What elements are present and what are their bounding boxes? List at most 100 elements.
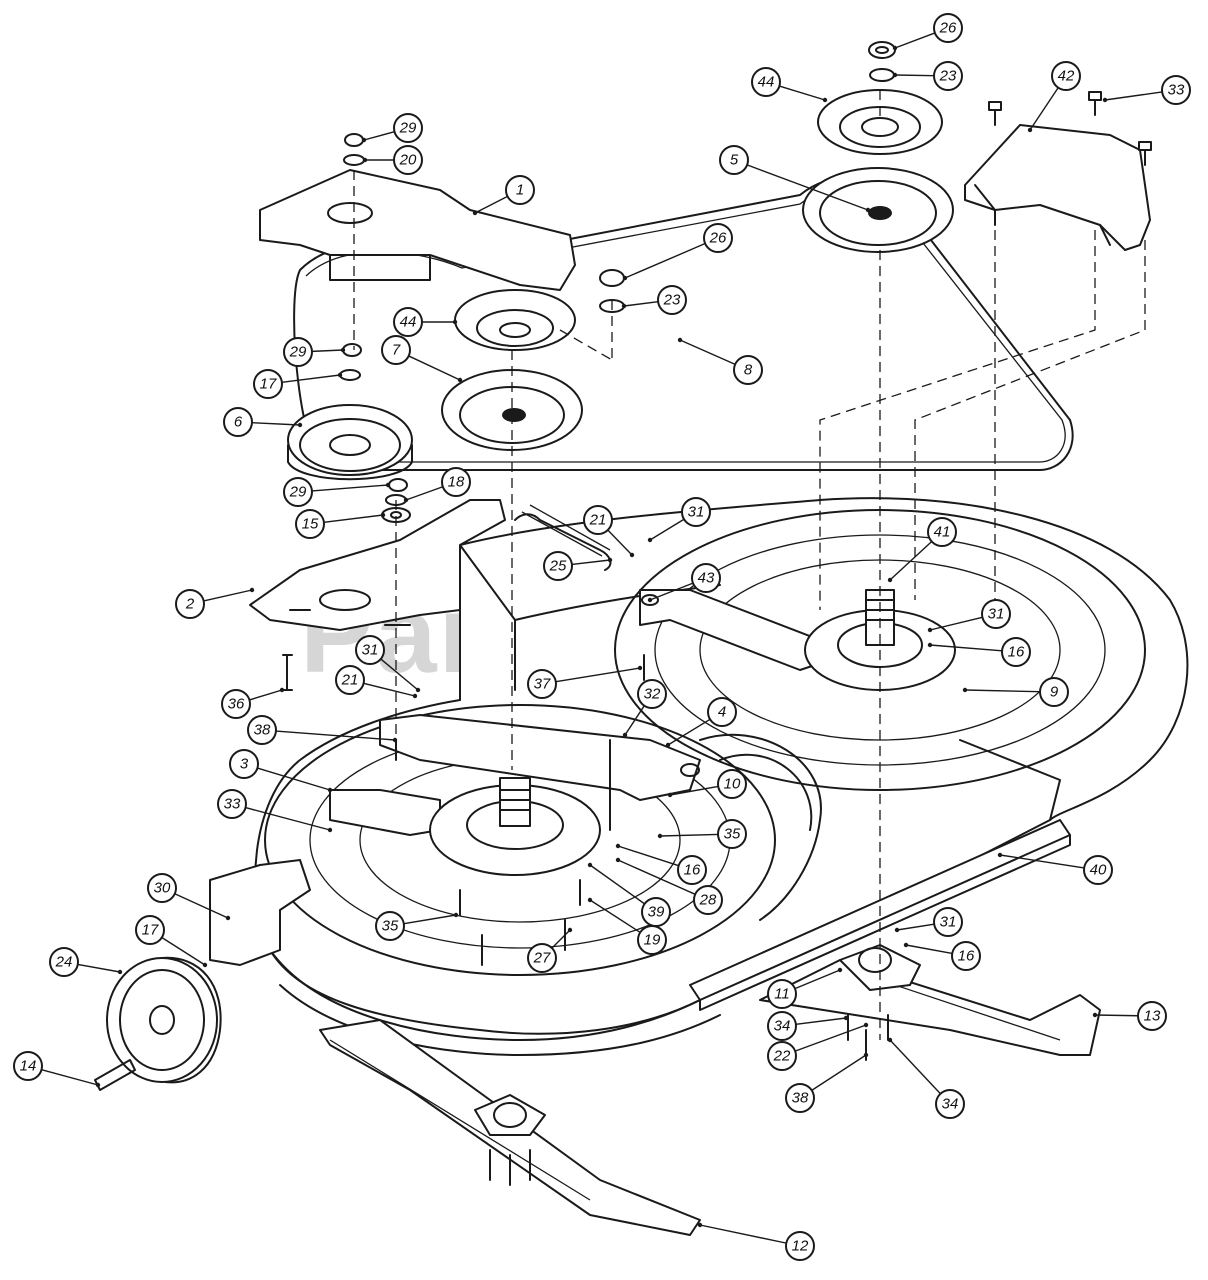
callout-c-33a: 33: [1161, 75, 1191, 105]
nut-29-mid: [342, 343, 362, 357]
callout-number: 26: [939, 20, 957, 37]
leader-c-26a: [894, 32, 936, 49]
gauge-wheel-24: [106, 956, 222, 1084]
callout-circle: [223, 407, 253, 437]
callout-number: 24: [55, 954, 73, 971]
leader-tip-c-44a: [822, 97, 828, 103]
leader-tip-c-7: [457, 377, 463, 383]
leader-tip-c-23b: [621, 303, 627, 309]
belt-cover: [259, 169, 576, 291]
leader-tip-c-35b: [453, 912, 459, 918]
callout-c-6: 6: [223, 407, 253, 437]
callout-number: 27: [533, 950, 551, 967]
callout-number: 22: [773, 1048, 791, 1065]
leader-tip-c-40: [997, 852, 1003, 858]
callout-number: 9: [1050, 684, 1059, 701]
callout-circle: [717, 769, 747, 799]
callout-circle: [719, 145, 749, 175]
callout-c-40: 40: [1083, 855, 1113, 885]
callout-c-23a: 23: [933, 61, 963, 91]
callout-c-22: 22: [767, 1041, 797, 1071]
leader-tip-c-17a: [337, 372, 343, 378]
leader-c-29b: [311, 349, 344, 353]
callout-circle: [247, 715, 277, 745]
leader-c-19: [589, 899, 641, 933]
callout-c-8: 8: [733, 355, 763, 385]
leader-c-35a: [659, 833, 719, 837]
callout-circle: [527, 943, 557, 973]
leader-tip-c-18: [403, 497, 409, 503]
leader-c-31b: [929, 616, 983, 631]
callout-circle: [1051, 61, 1081, 91]
callout-c-14: 14: [13, 1051, 43, 1081]
callout-number: 28: [699, 892, 717, 909]
leader-c-24: [77, 963, 121, 973]
leader-c-6: [251, 421, 301, 426]
callout-circle: [393, 113, 423, 143]
leader-c-28: [617, 859, 696, 895]
leader-c-40: [999, 854, 1085, 869]
leader-tip-c-5: [865, 207, 871, 213]
callout-number: 26: [709, 230, 727, 247]
callout-circle: [393, 145, 423, 175]
callout-circle: [335, 665, 365, 695]
callout-number: 32: [644, 686, 661, 703]
callout-circle: [229, 749, 259, 779]
leader-tip-c-1: [472, 210, 478, 216]
callout-c-18: 18: [441, 467, 471, 497]
callout-number: 31: [940, 914, 957, 931]
callout-c-29c: 29: [283, 477, 313, 507]
leader-tip-c-32: [622, 732, 628, 738]
callout-circle: [693, 885, 723, 915]
assembly-center-lines: [353, 90, 1146, 1040]
callout-circle: [691, 563, 721, 593]
callout-number: 18: [448, 474, 465, 491]
leader-c-16a: [929, 644, 1003, 652]
leader-lines: [41, 32, 1163, 1244]
leader-tip-c-4: [665, 742, 671, 748]
leader-tip-c-11: [837, 967, 843, 973]
callout-c-41: 41: [927, 517, 957, 547]
callout-c-27: 27: [527, 943, 557, 973]
leader-tip-c-35a: [657, 833, 663, 839]
callout-c-32: 32: [637, 679, 667, 709]
callout-circle: [283, 477, 313, 507]
callout-circle: [441, 467, 471, 497]
callout-circle: [637, 925, 667, 955]
leader-tip-c-31d: [894, 927, 900, 933]
callout-c-31d: 31: [933, 907, 963, 937]
callout-c-33b: 33: [217, 789, 247, 819]
callout-circle: [751, 67, 781, 97]
leader-tip-c-29c: [385, 482, 391, 488]
callout-c-34a: 34: [767, 1011, 797, 1041]
leader-c-33a: [1104, 91, 1163, 101]
callout-circle: [933, 13, 963, 43]
callout-c-31b: 31: [981, 599, 1011, 629]
callout-number: 16: [958, 948, 975, 965]
pulley-5: [802, 167, 954, 253]
leader-tip-c-33b: [327, 827, 333, 833]
nut-29-upper: [344, 133, 364, 147]
leader-c-27: [551, 929, 571, 949]
callout-circle: [1001, 637, 1031, 667]
leader-c-41: [889, 540, 933, 581]
leader-c-7: [408, 355, 461, 381]
callout-c-16b: 16: [677, 855, 707, 885]
callout-number: 6: [234, 414, 243, 431]
leader-tip-c-42: [1027, 127, 1033, 133]
callout-c-38b: 38: [785, 1083, 815, 1113]
callout-c-31c: 31: [355, 635, 385, 665]
leader-c-17a: [281, 374, 341, 383]
callout-number: 5: [730, 152, 739, 169]
callout-number: 21: [589, 512, 607, 529]
callout-circle: [527, 669, 557, 699]
leader-tip-c-33a: [1102, 97, 1108, 103]
callout-number: 15: [302, 516, 319, 533]
leader-tip-c-29a: [361, 137, 367, 143]
leader-c-21b: [363, 682, 416, 697]
callout-number: 21: [341, 672, 359, 689]
callout-circle: [147, 873, 177, 903]
leader-tip-c-27: [567, 927, 573, 933]
callout-circle: [253, 369, 283, 399]
